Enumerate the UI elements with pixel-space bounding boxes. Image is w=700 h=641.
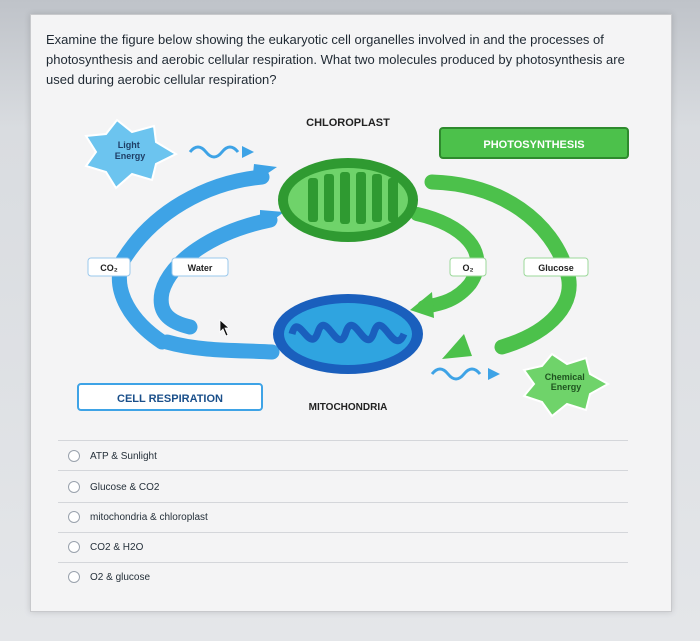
radio-button[interactable] <box>68 481 80 493</box>
radio-button[interactable] <box>68 450 80 462</box>
option-divider <box>58 470 628 471</box>
option-o2-glucose[interactable]: O2 & glucose <box>68 563 150 591</box>
question-text: Examine the figure below showing the euk… <box>46 32 625 87</box>
cell-respiration-box <box>77 383 263 411</box>
option-atp-sunlight[interactable]: ATP & Sunlight <box>68 442 157 470</box>
light-energy-label: Light Energy <box>115 140 146 161</box>
blue-arrowhead-outer <box>252 164 277 184</box>
option-label: mitochondria & chloroplast <box>90 511 208 523</box>
option-divider <box>58 562 628 563</box>
chemical-energy-line1: Chemical <box>545 372 585 382</box>
blue-arrow-outer <box>111 169 270 350</box>
radio-button[interactable] <box>68 511 80 523</box>
energy-wave-arrowhead <box>488 368 500 380</box>
chloroplast-label: CHLOROPLAST <box>306 117 390 129</box>
option-divider <box>58 502 628 503</box>
option-divider <box>58 532 628 533</box>
energy-wave <box>430 367 482 381</box>
water-box <box>171 257 229 277</box>
option-divider <box>58 440 628 441</box>
light-energy-line1: Light <box>118 140 140 150</box>
blue-arrow-inner <box>153 212 278 335</box>
option-label: ATP & Sunlight <box>90 450 157 462</box>
option-label: Glucose & CO2 <box>90 481 160 493</box>
cristae <box>288 321 408 345</box>
blue-arrowhead-inner <box>260 210 284 230</box>
cell-respiration-label: CELL RESPIRATION <box>117 393 223 405</box>
green-arrowhead-inner <box>410 292 434 318</box>
option-glucose-co2[interactable]: Glucose & CO2 <box>68 473 159 501</box>
option-mitochondria-chloroplast[interactable]: mitochondria & chloroplast <box>68 503 208 531</box>
chemical-energy-burst <box>522 352 611 418</box>
option-label: CO2 & H2O <box>90 541 144 553</box>
o2-box <box>449 257 487 277</box>
green-arrowhead-outer <box>442 334 472 359</box>
option-label: O2 & glucose <box>90 571 151 583</box>
mitochondria-label: MITOCHONDRIA <box>309 402 388 413</box>
glucose-box <box>523 257 589 277</box>
photosynthesis-label: PHOTOSYNTHESIS <box>483 139 584 151</box>
light-wave <box>188 145 240 159</box>
light-energy-line2: Energy <box>115 151 146 161</box>
radio-button[interactable] <box>68 541 80 553</box>
water-label: Water <box>188 263 213 273</box>
light-wave-arrowhead <box>242 146 254 158</box>
co2-label: CO₂ <box>100 263 118 273</box>
glucose-label: Glucose <box>538 263 574 273</box>
photosynthesis-box <box>439 127 629 159</box>
radio-button[interactable] <box>68 571 80 583</box>
chemical-energy-line2: Energy <box>551 382 582 392</box>
chemical-energy-label: Chemical Energy <box>545 372 588 392</box>
o2-label: O₂ <box>463 263 474 273</box>
thylakoid-stacks <box>308 172 398 224</box>
light-energy-burst <box>84 118 179 190</box>
blue-arrow-bottom <box>159 334 280 360</box>
option-co2-h2o[interactable]: CO2 & H2O <box>68 533 143 561</box>
co2-box <box>87 257 131 277</box>
mouse-cursor-icon <box>219 319 231 337</box>
cell-organelles-figure: CHLOROPLAST MITOCHONDRIA Light Energy PH… <box>72 112 632 422</box>
diagram-svg: CHLOROPLAST MITOCHONDRIA Light Energy PH… <box>77 117 629 418</box>
